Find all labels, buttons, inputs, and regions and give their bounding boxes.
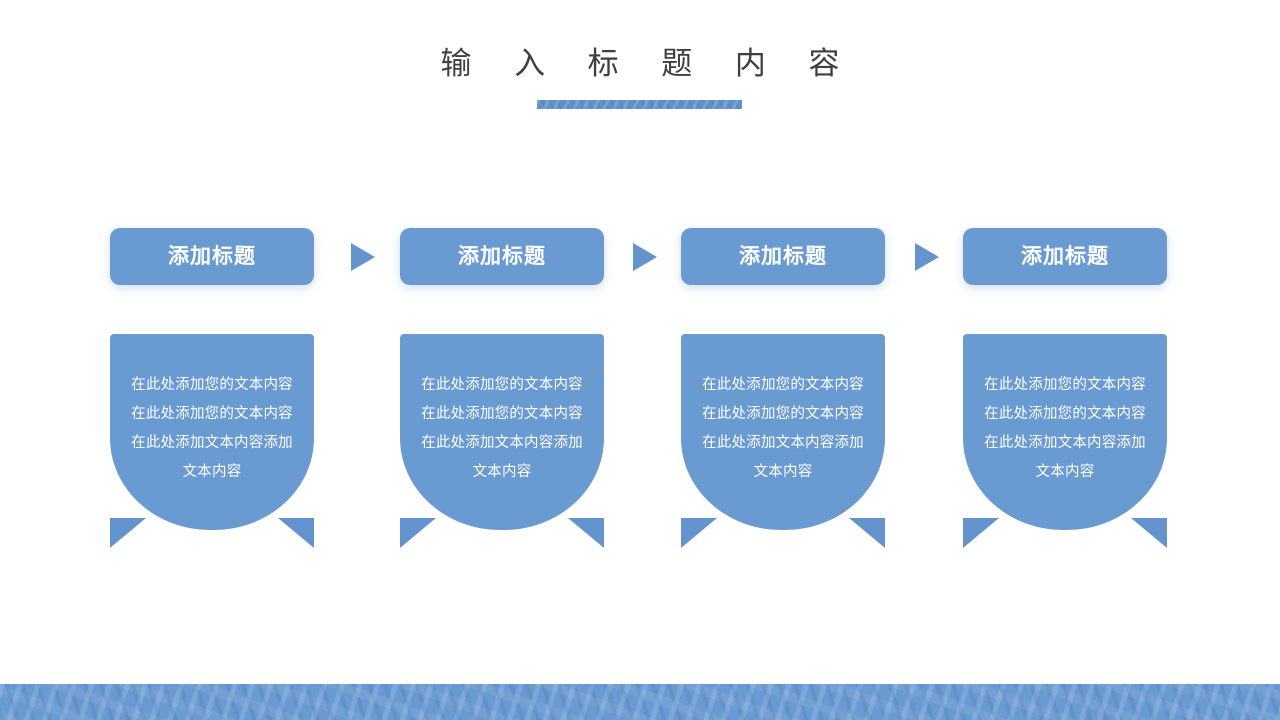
shield-body-text: 在此处添加您的文本内容在此处添加您的文本内容在此处添加文本内容添加文本内容 (984, 377, 1146, 480)
shield-card-4: 在此处添加您的文本内容在此处添加您的文本内容在此处添加文本内容添加文本内容 (963, 334, 1167, 548)
shield-tail-right-icon (568, 518, 604, 548)
step-button-label: 添加标题 (458, 245, 546, 268)
step-button-3[interactable]: 添加标题 (681, 228, 885, 285)
footer-bar (0, 684, 1280, 720)
arrow-right-icon (633, 243, 657, 271)
step-column-3: 添加标题 (681, 228, 885, 285)
page-title: 输 入 标 题 内 容 (440, 46, 857, 81)
shield-card-1: 在此处添加您的文本内容在此处添加您的文本内容在此处添加文本内容添加文本内容 (110, 334, 314, 548)
step-button-label: 添加标题 (739, 245, 827, 268)
shield-tail-left-icon (110, 518, 146, 548)
step-column-2: 添加标题 (400, 228, 604, 285)
shield-body-text: 在此处添加您的文本内容在此处添加您的文本内容在此处添加文本内容添加文本内容 (421, 377, 583, 480)
shield-tail-left-icon (681, 518, 717, 548)
title-block: 输 入 标 题 内 容 (0, 44, 1280, 109)
shield-tail-right-icon (278, 518, 314, 548)
shield-card-3: 在此处添加您的文本内容在此处添加您的文本内容在此处添加文本内容添加文本内容 (681, 334, 885, 548)
shield-tail-left-icon (400, 518, 436, 548)
step-button-label: 添加标题 (168, 245, 256, 268)
shield-tail-left-icon (963, 518, 999, 548)
shield-body-text: 在此处添加您的文本内容在此处添加您的文本内容在此处添加文本内容添加文本内容 (702, 377, 864, 480)
shield-card-2: 在此处添加您的文本内容在此处添加您的文本内容在此处添加文本内容添加文本内容 (400, 334, 604, 548)
step-column-1: 添加标题 (110, 228, 314, 285)
step-button-4[interactable]: 添加标题 (963, 228, 1167, 285)
step-button-1[interactable]: 添加标题 (110, 228, 314, 285)
shield-tail-right-icon (1131, 518, 1167, 548)
title-underline-rule (537, 100, 742, 109)
step-column-4: 添加标题 (963, 228, 1167, 285)
shield-tail-right-icon (849, 518, 885, 548)
shield-body-text: 在此处添加您的文本内容在此处添加您的文本内容在此处添加文本内容添加文本内容 (131, 377, 293, 480)
arrow-right-icon (351, 243, 375, 271)
shield-body (400, 334, 604, 530)
step-button-label: 添加标题 (1021, 245, 1109, 268)
shield-body (681, 334, 885, 530)
step-button-2[interactable]: 添加标题 (400, 228, 604, 285)
shield-body (963, 334, 1167, 530)
shield-body (110, 334, 314, 530)
arrow-right-icon (915, 243, 939, 271)
